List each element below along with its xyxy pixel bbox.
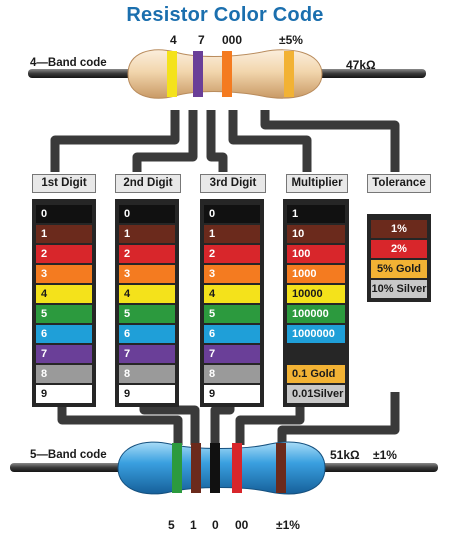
2nd-digit-row-6: 6: [119, 325, 175, 343]
column-header-tolerance: Tolerance: [367, 174, 431, 193]
1st-digit-row-6: 6: [36, 325, 92, 343]
five-band-digit-2: 1: [190, 518, 197, 532]
tolerance-row-1: 2%: [371, 240, 427, 258]
five-band-stripe-2: [191, 443, 201, 493]
1st-digit-row-0: 0: [36, 205, 92, 223]
diagram-title: Resistor Color Code: [126, 4, 324, 26]
multiplier-row-2: 100: [287, 245, 345, 263]
four-band-multiplier-digits: 000: [222, 33, 243, 47]
2nd-digit-row-2: 2: [119, 245, 175, 263]
five-band-multiplier-digits: 00: [235, 518, 249, 532]
2nd-digit-row-5: 5: [119, 305, 175, 323]
1st-digit-row-7: 7: [36, 345, 92, 363]
1st-digit-row-2: 2: [36, 245, 92, 263]
2nd-digit-row-4: 4: [119, 285, 175, 303]
column-header-multiplier: Multiplier: [286, 174, 348, 193]
3rd-digit-row-8: 8: [204, 365, 260, 383]
four-band-label: 4—Band code: [30, 57, 107, 69]
3rd-digit-row-2: 2: [204, 245, 260, 263]
1st-digit-row-5: 5: [36, 305, 92, 323]
multiplier-row-6: 1000000: [287, 325, 345, 343]
3rd-digit-row-9: 9: [204, 385, 260, 403]
column-header-1st-digit: 1st Digit: [32, 174, 96, 193]
four-band-value: 47kΩ: [346, 58, 376, 72]
multiplier-row-3: 1000: [287, 265, 345, 283]
1st-digit-row-4: 4: [36, 285, 92, 303]
five-band-tolerance: ±1%: [373, 448, 397, 462]
five-band-label: 5—Band code: [30, 449, 107, 461]
3rd-digit-row-6: 6: [204, 325, 260, 343]
3rd-digit-row-1: 1: [204, 225, 260, 243]
1st-digit-row-1: 1: [36, 225, 92, 243]
2nd-digit-row-8: 8: [119, 365, 175, 383]
five-band-stripe-5: [276, 443, 286, 493]
five-band-stripe-3: [210, 443, 220, 493]
3rd-digit-row-5: 5: [204, 305, 260, 323]
four-band-digit-2: 7: [198, 33, 205, 47]
1st-digit-row-3: 3: [36, 265, 92, 283]
four-band-tolerance: ±5%: [279, 33, 303, 47]
five-band-stripe-4: [232, 443, 242, 493]
1st-digit-row-8: 8: [36, 365, 92, 383]
2nd-digit-row-0: 0: [119, 205, 175, 223]
four-band-stripe-4: [284, 51, 294, 97]
2nd-digit-row-3: 3: [119, 265, 175, 283]
3rd-digit-row-0: 0: [204, 205, 260, 223]
2nd-digit-row-9: 9: [119, 385, 175, 403]
five-band-value: 51kΩ: [330, 448, 360, 462]
3rd-digit-row-3: 3: [204, 265, 260, 283]
tolerance-row-2: 5% Gold: [371, 260, 427, 278]
four-band-stripe-2: [193, 51, 203, 97]
four-band-stripe-3: [222, 51, 232, 97]
column-header-3rd-digit: 3rd Digit: [200, 174, 266, 193]
four-band-digit-1: 4: [170, 33, 177, 47]
four-band-stripe-1: [167, 51, 177, 97]
five-band-resistor: [10, 441, 438, 495]
column-header-2nd-digit: 2nd Digit: [115, 174, 181, 193]
multiplier-row-7: [287, 345, 345, 363]
1st-digit-row-9: 9: [36, 385, 92, 403]
five-band-digit-3: 0: [212, 518, 219, 532]
multiplier-row-1: 10: [287, 225, 345, 243]
multiplier-row-9: 0.01Silver: [287, 385, 345, 403]
five-band-digit-1: 5: [168, 518, 175, 532]
five-band-stripe-1: [172, 443, 182, 493]
2nd-digit-row-7: 7: [119, 345, 175, 363]
tolerance-row-0: 1%: [371, 220, 427, 238]
multiplier-row-8: 0.1 Gold: [287, 365, 345, 383]
multiplier-row-0: 1: [287, 205, 345, 223]
2nd-digit-row-1: 1: [119, 225, 175, 243]
3rd-digit-row-7: 7: [204, 345, 260, 363]
multiplier-row-4: 10000: [287, 285, 345, 303]
3rd-digit-row-4: 4: [204, 285, 260, 303]
tolerance-row-3: 10% Silver: [371, 280, 427, 298]
five-band-tolerance-digit: ±1%: [276, 518, 300, 532]
multiplier-row-5: 100000: [287, 305, 345, 323]
